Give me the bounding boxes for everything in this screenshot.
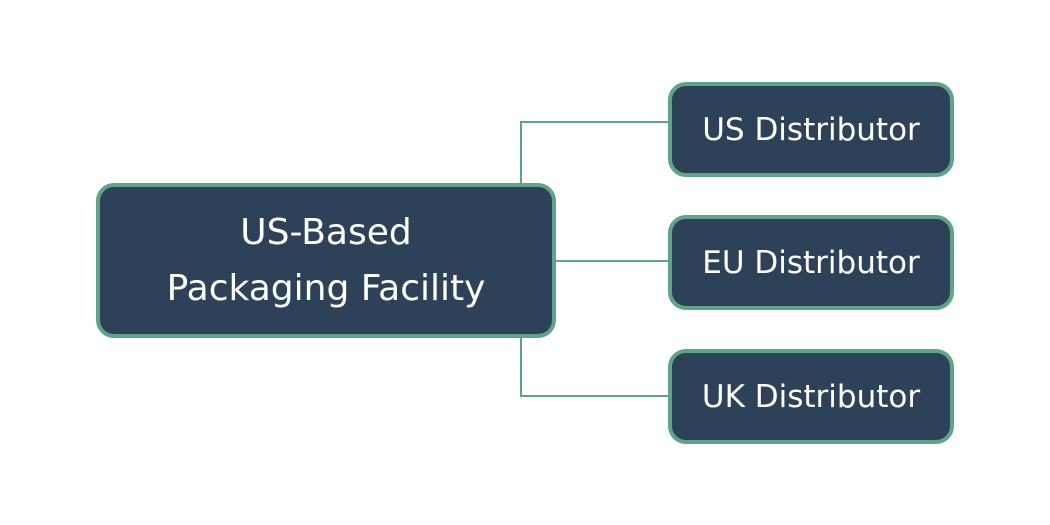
node-label-uk-distributor: UK Distributor (701, 378, 921, 415)
node-label-eu-distributor: EU Distributor (702, 244, 920, 281)
connector-to-uk-distributor (520, 338, 670, 397)
root-node-label-line2: Packaging Facility (166, 267, 486, 309)
node-us-distributor: US Distributor (668, 82, 954, 177)
connector-to-us-distributor (520, 121, 670, 183)
node-label-us-distributor: US Distributor (702, 111, 920, 148)
node-uk-distributor: UK Distributor (668, 349, 954, 444)
root-node-packaging-facility: US-Based Packaging Facility (96, 183, 556, 338)
node-eu-distributor: EU Distributor (668, 215, 954, 310)
root-node-label-line1: US-Based (240, 211, 412, 253)
